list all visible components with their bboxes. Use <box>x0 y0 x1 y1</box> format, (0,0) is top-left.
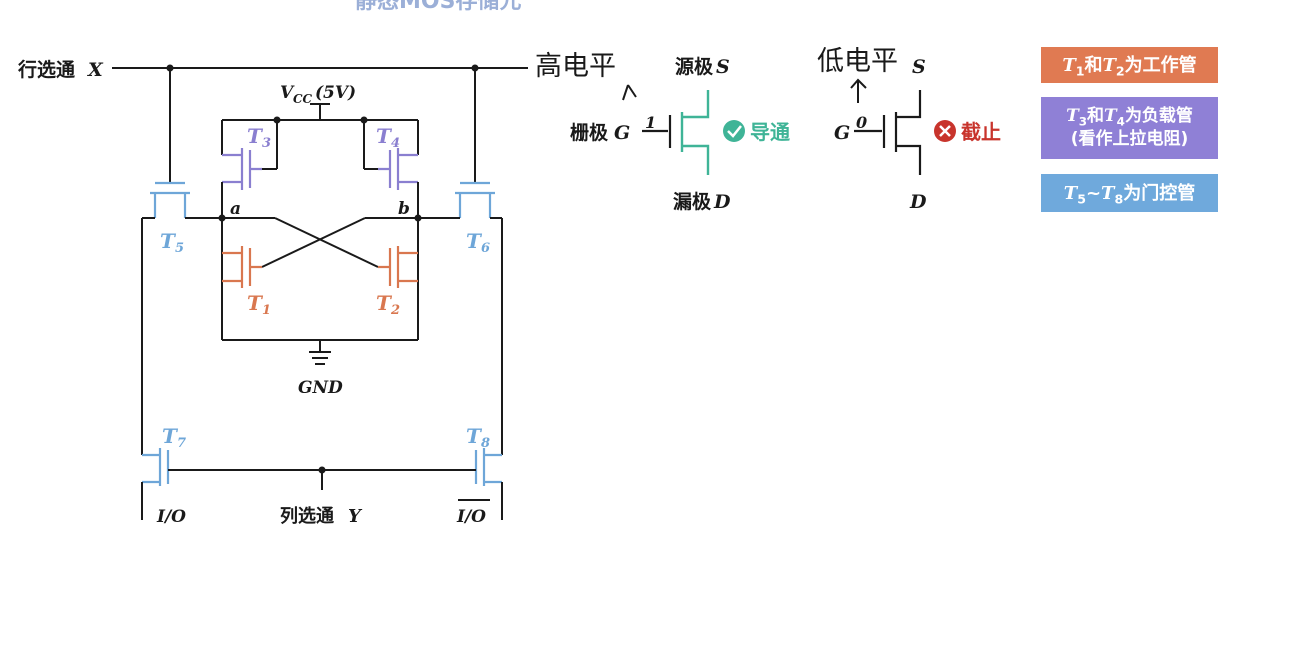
drain-var-off: D <box>909 191 927 213</box>
io-label: I/O <box>156 507 186 527</box>
gate-label: 栅极 <box>570 121 609 144</box>
vcc-sub: CC <box>293 92 313 106</box>
handwritten-low-level: 低电平 <box>817 46 898 77</box>
cross-a-to-t2 <box>274 217 379 268</box>
t7-sub: 7 <box>177 436 186 451</box>
gate-var-off: G <box>834 122 850 144</box>
t7-label: T <box>162 424 179 448</box>
legend-gate-transistors: T5~T8为门控管 <box>1041 174 1218 212</box>
handwritten-arrow <box>622 84 637 101</box>
t6-transistor <box>455 181 495 218</box>
gnd-label: GND <box>298 378 343 398</box>
handwritten-high-level: 高电平 <box>535 51 616 82</box>
t3-transistor <box>222 148 262 190</box>
t5-sub: 5 <box>175 241 184 256</box>
source-var: S <box>716 56 730 78</box>
t2-sub: 2 <box>390 303 400 318</box>
handwritten-arrow <box>850 78 867 103</box>
t8-transistor <box>474 448 502 486</box>
t4-transistor <box>378 148 418 190</box>
vcc-value: (5V) <box>315 83 356 103</box>
t1-label: T <box>247 291 264 315</box>
col-select-label: 列选通 <box>280 506 334 527</box>
node-b-label: b <box>398 199 410 219</box>
legend-load-transistors: T3和T4为负载管 (看作上拉电阻) <box>1041 97 1218 159</box>
col-select-var: Y <box>348 506 363 527</box>
t5-label: T <box>160 229 177 253</box>
t8-label: T <box>466 424 483 448</box>
source-var-off: S <box>912 56 926 78</box>
t8-sub: 8 <box>481 436 490 451</box>
legend-work-transistors: T1和T2为工作管 <box>1041 47 1218 83</box>
gate-var: G <box>614 122 630 144</box>
row-select-label: 行选通 <box>17 58 76 81</box>
t4-sub: 4 <box>391 136 400 151</box>
source-label: 源极 <box>675 55 714 78</box>
drain-var: D <box>713 191 731 213</box>
node-a-label: a <box>230 199 241 219</box>
t6-label: T <box>466 229 483 253</box>
t3-label: T <box>247 124 264 148</box>
t3-sub: 3 <box>262 136 271 151</box>
cross-b-to-t1 <box>261 217 366 268</box>
t1-sub: 1 <box>262 303 271 318</box>
mos-channel-off <box>894 90 922 175</box>
row-select-var: X <box>87 59 104 81</box>
gate-value-low: 0 <box>856 113 867 132</box>
gate-value-high: 1 <box>645 113 656 132</box>
t7-transistor <box>142 448 170 486</box>
check-icon <box>723 120 745 142</box>
vcc-label: V <box>280 83 295 103</box>
t5-transistor <box>150 181 190 218</box>
t6-sub: 6 <box>481 241 490 256</box>
io-bar-label: I/O <box>456 507 486 527</box>
t1-transistor <box>222 246 262 288</box>
mos-channel-on <box>680 90 710 175</box>
drain-label: 漏极 <box>673 190 712 213</box>
status-off: 截止 <box>961 120 1001 144</box>
t2-label: T <box>376 291 393 315</box>
status-on: 导通 <box>750 120 790 144</box>
t4-label: T <box>376 124 393 148</box>
header-cut-text: 静态MOS存储元 <box>355 0 521 14</box>
t2-transistor <box>378 246 418 288</box>
